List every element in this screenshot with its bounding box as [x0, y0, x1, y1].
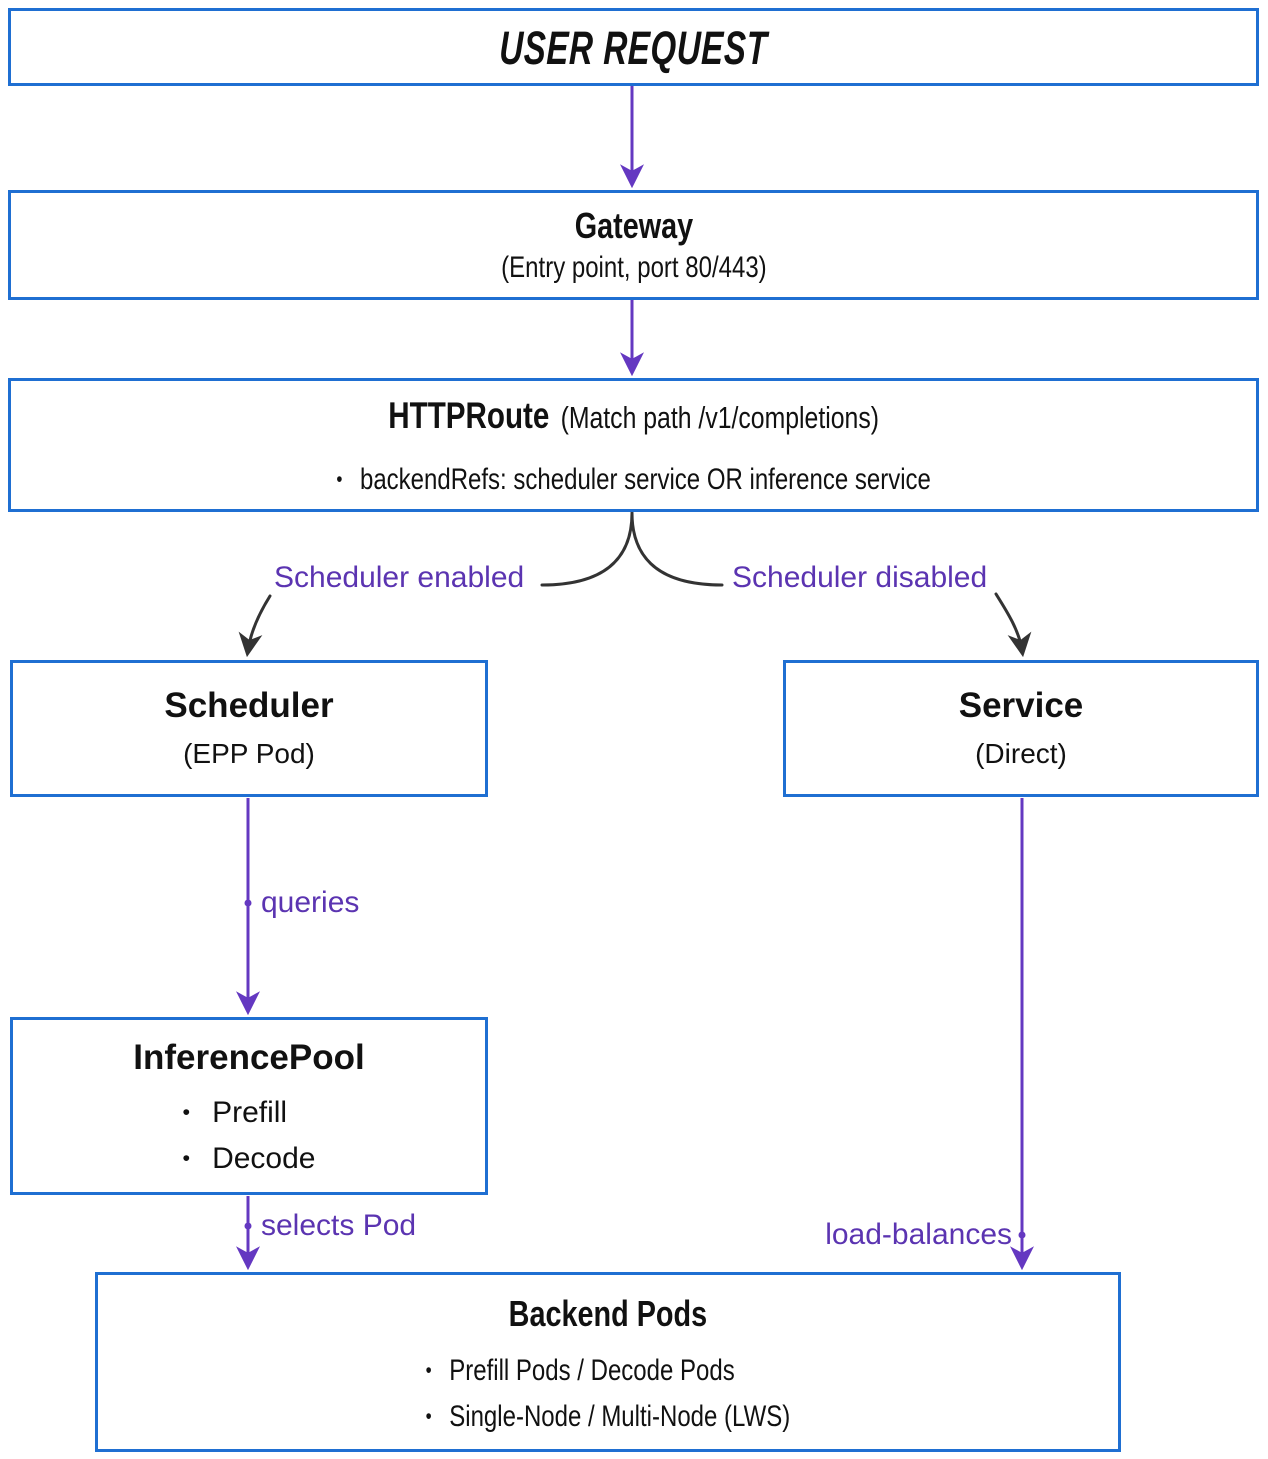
- node-scheduler: Scheduler (EPP Pod): [10, 660, 488, 797]
- node-inference-pool: InferencePool Prefill Decode: [10, 1017, 488, 1195]
- backend-pods-bullets: Prefill Pods / Decode Pods Single-Node /…: [426, 1354, 790, 1434]
- list-item: backendRefs: scheduler service OR infere…: [336, 463, 931, 497]
- queries-label-tick: [244, 899, 252, 907]
- edge-label-scheduler-disabled: Scheduler disabled: [732, 561, 988, 594]
- arrow-disabled-to-service: [994, 592, 1032, 658]
- edge-label-scheduler-enabled: Scheduler enabled: [274, 561, 525, 594]
- node-backend-pods: Backend Pods Prefill Pods / Decode Pods …: [95, 1272, 1121, 1452]
- fork-curve-left: [540, 511, 634, 587]
- edge-label-queries: queries: [261, 886, 360, 919]
- edge-label-selects-pod: selects Pod: [261, 1209, 417, 1242]
- selects-pod-label-tick: [244, 1222, 252, 1230]
- arrow-enabled-to-scheduler: [238, 594, 272, 658]
- httproute-title-row: HTTPRoute (Match path /v1/completions): [336, 393, 931, 439]
- fork-curve-right: [630, 511, 724, 587]
- backend-pods-content: Backend Pods Prefill Pods / Decode Pods …: [426, 1291, 790, 1434]
- scheduler-subtitle: (EPP Pod): [183, 738, 315, 770]
- edge-label-load-balances: load-balances: [825, 1218, 1012, 1251]
- gateway-subtitle: (Entry point, port 80/443): [500, 251, 767, 284]
- inference-pool-bullets: Prefill Decode: [183, 1096, 315, 1176]
- list-item: Decode: [183, 1142, 315, 1176]
- service-subtitle: (Direct): [975, 738, 1067, 770]
- list-item: Prefill: [183, 1096, 287, 1130]
- gateway-title: Gateway: [574, 205, 693, 246]
- scheduler-title: Scheduler: [164, 686, 334, 726]
- node-httproute: HTTPRoute (Match path /v1/completions) b…: [8, 378, 1259, 512]
- backend-pods-title: Backend Pods: [508, 1292, 708, 1334]
- node-user-request: USER REQUEST: [8, 8, 1259, 86]
- httproute-title: HTTPRoute: [388, 394, 550, 436]
- load-balances-label-tick: [1018, 1231, 1026, 1239]
- service-title: Service: [958, 686, 1084, 726]
- node-gateway: Gateway (Entry point, port 80/443): [8, 190, 1259, 300]
- list-item: Single-Node / Multi-Node (LWS): [426, 1400, 790, 1434]
- list-item: Prefill Pods / Decode Pods: [426, 1354, 734, 1388]
- gateway-content: Gateway (Entry point, port 80/443): [501, 203, 766, 287]
- inference-pool-title: InferencePool: [133, 1038, 365, 1078]
- httproute-bullets: backendRefs: scheduler service OR infere…: [336, 463, 931, 497]
- node-service: Service (Direct): [783, 660, 1259, 797]
- httproute-content: HTTPRoute (Match path /v1/completions) b…: [336, 393, 931, 497]
- httproute-title-suffix: (Match path /v1/completions): [560, 399, 879, 435]
- user-request-title: USER REQUEST: [498, 20, 769, 74]
